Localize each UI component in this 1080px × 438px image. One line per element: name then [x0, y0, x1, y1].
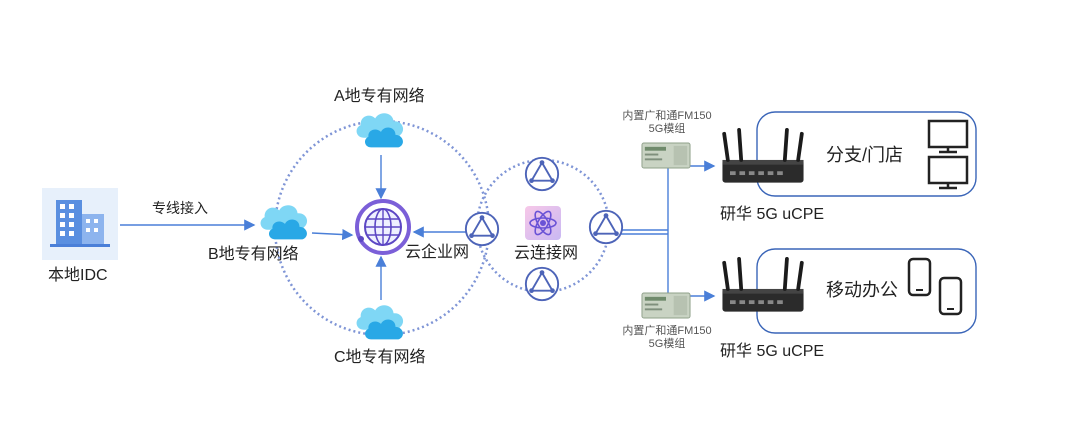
- branch-store-label: 分支/门店: [826, 145, 904, 165]
- net-c-label: C地专有网络: [334, 349, 426, 366]
- cloud-connect-net-label: 云连接网: [514, 245, 579, 262]
- module-top-caption: 内置广和通FM150 5G模组: [615, 110, 719, 136]
- line-to-bottom-cpe: [667, 232, 716, 302]
- local-idc-label: 本地IDC: [48, 267, 108, 284]
- module-card-icon: [641, 142, 691, 169]
- globe-icon: [355, 199, 411, 255]
- triangle-node-icon: [524, 156, 560, 192]
- phone-icon: [907, 257, 932, 297]
- branch-store-box: [756, 111, 977, 197]
- building-icon: [42, 188, 118, 260]
- net-b-label: B地专有网络: [208, 246, 299, 263]
- phone-icon: [938, 276, 963, 316]
- line-b-to-globe: [311, 228, 354, 241]
- module-bottom-caption: 内置广和通FM150 5G模组: [615, 325, 719, 351]
- triangle-node-icon: [588, 209, 624, 245]
- cloud-icon: [260, 205, 308, 240]
- router-icon: [722, 127, 804, 183]
- line-to-top-cpe: [667, 160, 716, 232]
- monitor-icon: [927, 155, 969, 190]
- dedicated-line-label: 专线接入: [152, 200, 208, 216]
- module-card-icon: [641, 292, 691, 319]
- monitor-icon: [927, 119, 969, 154]
- module-top-line1: 内置广和通FM150: [622, 110, 712, 122]
- module-bottom-line2: 5G模组: [648, 338, 686, 350]
- module-bottom-line1: 内置广和通FM150: [622, 325, 712, 337]
- atom-icon: [525, 206, 561, 240]
- cpe-bottom-label: 研华 5G uCPE: [720, 343, 825, 360]
- cpe-top-label: 研华 5G uCPE: [720, 206, 825, 223]
- mobile-office-label: 移动办公: [826, 280, 898, 300]
- triangle-node-icon: [464, 211, 500, 247]
- connector-lines: [120, 155, 716, 302]
- module-top-line2: 5G模组: [648, 123, 686, 135]
- router-icon: [722, 256, 804, 312]
- cloud-enterprise-net-label: 云企业网: [405, 244, 470, 261]
- triangle-node-icon: [524, 266, 560, 302]
- cloud-icon: [356, 113, 404, 148]
- net-a-label: A地专有网络: [334, 88, 425, 105]
